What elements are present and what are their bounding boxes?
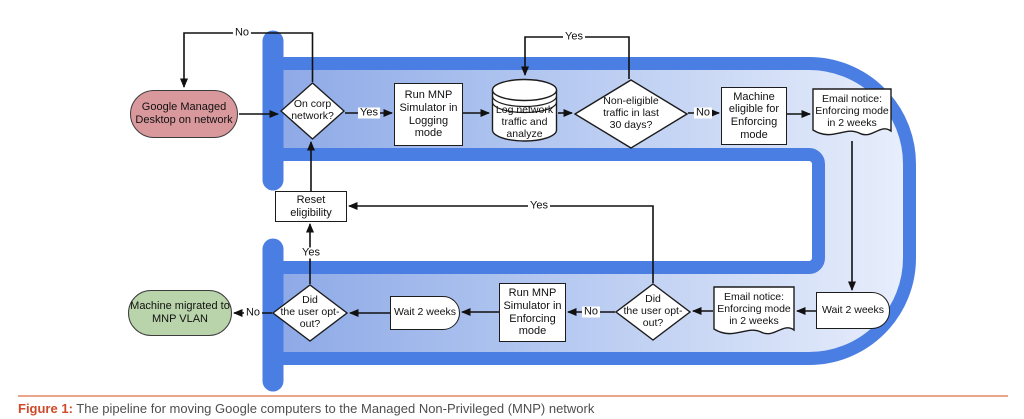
node-reset-eligibility: Reset eligibility bbox=[275, 191, 347, 222]
figure-caption-number: Figure 1: bbox=[18, 401, 73, 416]
node-log-traffic-label: Log network traffic and analyze bbox=[495, 104, 554, 141]
node-wait-left-delay: Wait 2 weeks bbox=[390, 296, 460, 330]
node-migrated-terminal: Machine migrated to MNP VLAN bbox=[128, 290, 232, 336]
node-opt-out-right-decision: Did the user opt- out? bbox=[615, 283, 691, 341]
node-opt-out-left-decision: Did the user opt- out? bbox=[272, 284, 348, 342]
node-email-notice-bottom-label: Email notice: Enforcing mode in 2 weeks bbox=[717, 291, 791, 328]
figure-caption: Figure 1: The pipeline for moving Google… bbox=[18, 401, 594, 416]
diamond-shape bbox=[615, 283, 691, 341]
node-on-corp-decision: On corp network? bbox=[280, 82, 345, 140]
node-non-eligible-decision: Non-eligible traffic in last 30 days? bbox=[574, 79, 688, 149]
figure-caption-text: The pipeline for moving Google computers… bbox=[72, 401, 595, 416]
document-shape bbox=[713, 286, 795, 335]
node-start-terminal: Google Managed Desktop on network bbox=[130, 90, 238, 138]
edge-label-yes-corp: Yes bbox=[358, 106, 380, 119]
edge-label-no-optout-left: No bbox=[243, 306, 263, 319]
diamond-shape bbox=[280, 82, 345, 140]
edge-optout-right-yes bbox=[348, 202, 654, 283]
diamond-shape bbox=[272, 284, 348, 342]
node-log-traffic-database: Log network traffic and analyze bbox=[491, 78, 558, 143]
node-email-notice-bottom: Email notice: Enforcing mode in 2 weeks bbox=[713, 286, 795, 342]
diamond-shape bbox=[574, 79, 688, 149]
node-opt-out-left-label: Did the user opt- out? bbox=[280, 294, 340, 330]
node-wait-right-delay: Wait 2 weeks bbox=[816, 292, 890, 329]
edge-label-yes-optout-left: Yes bbox=[300, 246, 322, 259]
caption-divider-rule bbox=[18, 395, 1008, 397]
node-run-enforcing: Run MNP Simulator in Enforcing mode bbox=[499, 283, 566, 342]
node-machine-eligible: Machine eligible for Enforcing mode bbox=[721, 87, 787, 145]
edge-label-yes-optout-right: Yes bbox=[528, 199, 550, 212]
edge-label-yes-traffic-loop: Yes bbox=[563, 30, 585, 43]
edge-label-no-optout-right: No bbox=[581, 305, 601, 318]
node-non-eligible-label: Non-eligible traffic in last 30 days? bbox=[603, 95, 659, 131]
edge-label-no-top: No bbox=[232, 26, 252, 39]
cylinder-shape bbox=[491, 78, 558, 142]
edge-label-no-traffic: No bbox=[693, 106, 713, 119]
node-email-notice-top-label: Email notice: Enforcing mode in 2 weeks bbox=[815, 93, 889, 130]
document-shape bbox=[812, 88, 892, 136]
node-run-logging: Run MNP Simulator in Logging mode bbox=[394, 83, 463, 146]
node-email-notice-top: Email notice: Enforcing mode in 2 weeks bbox=[812, 88, 892, 143]
node-on-corp-label: On corp network? bbox=[291, 98, 334, 122]
node-opt-out-right-label: Did the user opt- out? bbox=[623, 293, 683, 329]
